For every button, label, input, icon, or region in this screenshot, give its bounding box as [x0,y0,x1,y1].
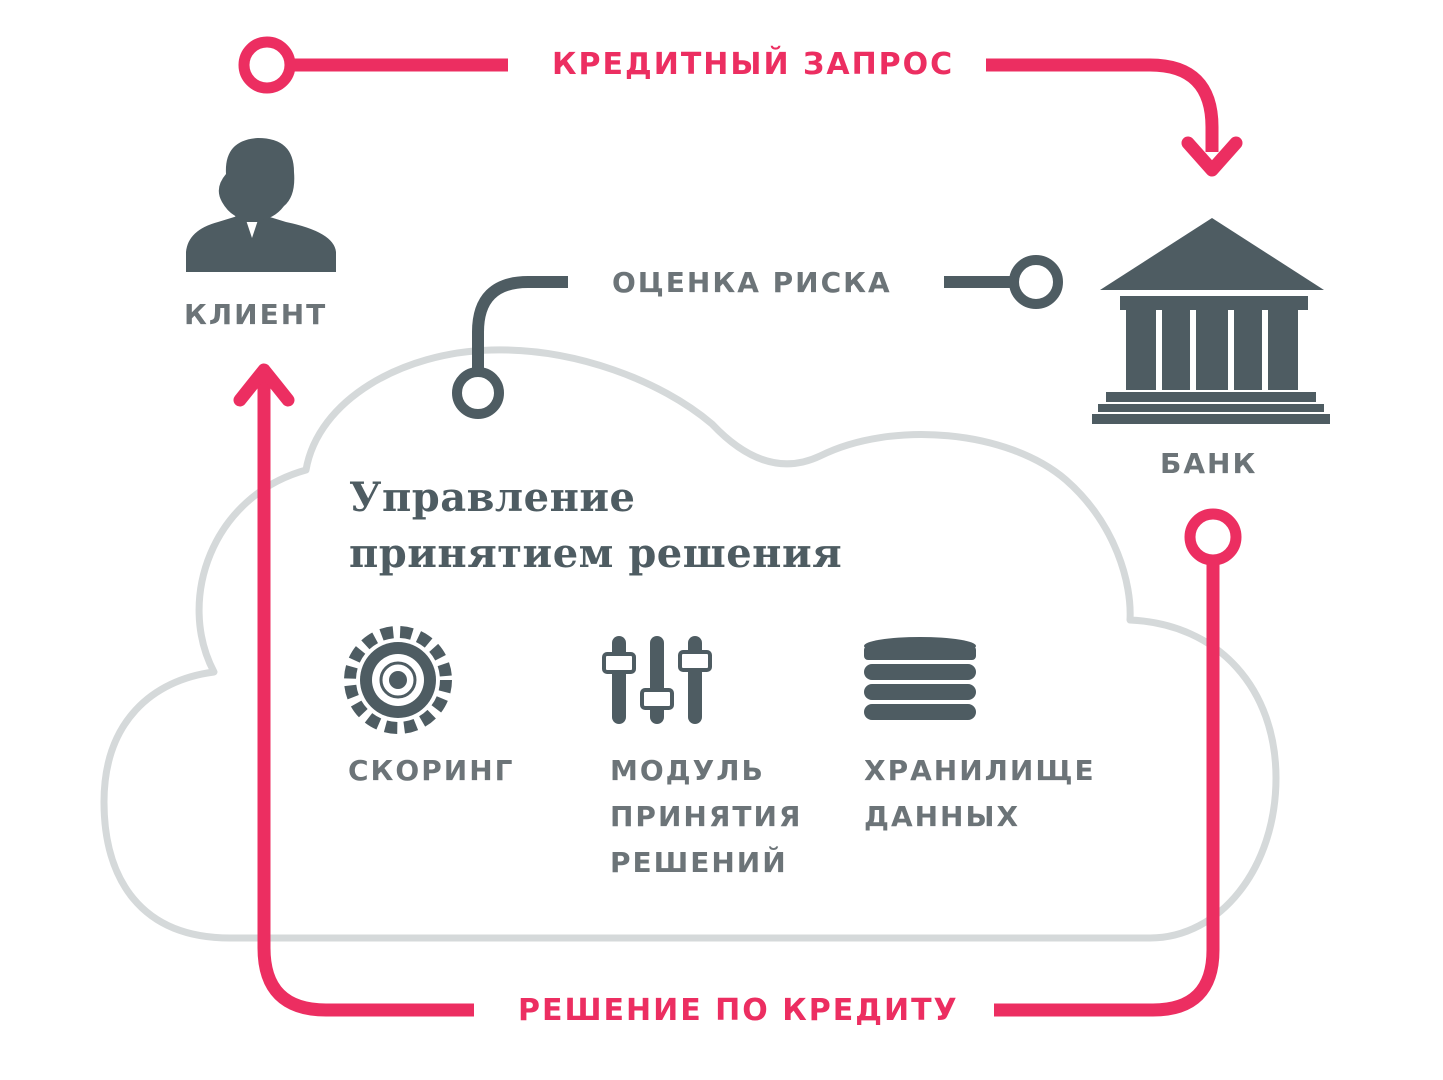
module-storage-label: ХРАНИЛИЩЕ ДАННЫХ [864,748,1096,840]
risk-assessment-bank-node [1009,255,1063,309]
cloud-title: Управление принятием решения [349,470,842,582]
credit-request-arrowhead [1181,136,1243,177]
risk-assessment-label: ОЦЕНКА РИСКА [612,266,892,299]
module-label-line: ПРИНЯТИЯ [610,800,803,833]
risk-assessment-cloud-node [452,367,504,419]
database-icon [864,637,976,720]
bank-label: БАНК [1160,447,1258,480]
person-icon [186,138,336,272]
module-label-line: СКОРИНГ [348,754,515,787]
sliders-icon [602,636,712,724]
module-label-line: ДАННЫХ [864,800,1021,833]
risk-assessment-line-left [472,276,568,372]
credit-request-line-right [986,58,1219,152]
credit-decision-line-right [994,558,1220,1017]
module-decision-label: МОДУЛЬ ПРИНЯТИЯ РЕШЕНИЙ [610,748,802,886]
gear-icon [344,626,452,734]
module-scoring-label: СКОРИНГ [348,748,514,794]
client-label: КЛИЕНТ [184,298,328,331]
credit-decision-arrowhead [233,363,295,407]
credit-decision-bank-node [1184,508,1242,566]
cloud-title-line: Управление [349,474,636,521]
credit-decision-line-left [257,375,474,1017]
module-label-line: ХРАНИЛИЩЕ [864,754,1096,787]
module-label-line: РЕШЕНИЙ [610,846,788,879]
credit-decision-label: РЕШЕНИЕ ПО КРЕДИТУ [518,993,959,1028]
module-label-line: МОДУЛЬ [610,754,765,787]
cloud-title-line: принятием решения [349,530,843,577]
bank-icon [1092,218,1330,424]
credit-request-label: КРЕДИТНЫЙ ЗАПРОС [552,47,955,82]
credit-request-start-node [238,36,296,94]
